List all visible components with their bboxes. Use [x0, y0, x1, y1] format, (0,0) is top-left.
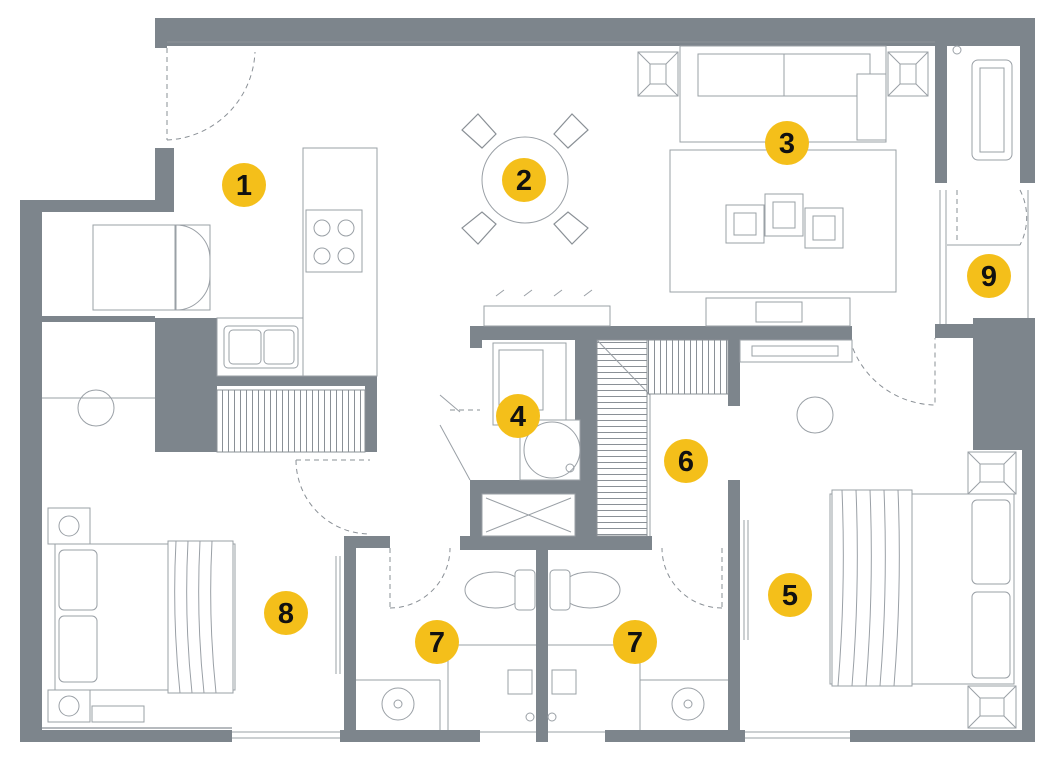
room-badge-bath-east: 7 [613, 620, 657, 664]
room-badge-hall: 6 [664, 439, 708, 483]
room-badge-living: 3 [765, 121, 809, 165]
room-number-balcony: 9 [981, 261, 997, 293]
living-furniture [483, 45, 1013, 327]
room-badge-bedroom-east: 5 [768, 573, 812, 617]
room-number-bedroom-west: 8 [278, 598, 294, 630]
room-badge-laundry: 4 [496, 394, 540, 438]
bathroom-fixtures [381, 569, 705, 722]
room-number-bath-east: 7 [627, 627, 643, 659]
room-number-laundry: 4 [510, 401, 526, 433]
room-number-living: 3 [779, 128, 795, 160]
room-badge-balcony: 9 [967, 254, 1011, 298]
room-badge-bath-west: 7 [415, 620, 459, 664]
room-number-bath-west: 7 [429, 627, 445, 659]
room-badge-kitchen: 1 [222, 163, 266, 207]
room-number-hall: 6 [678, 446, 694, 478]
laundry-furniture [481, 339, 729, 537]
room-badge-bedroom-west: 8 [264, 591, 308, 635]
room-number-dining: 2 [516, 165, 532, 197]
doors [166, 48, 1028, 674]
walls [20, 18, 1035, 742]
kitchen-furniture [92, 147, 378, 453]
bedroom-furniture [47, 339, 1017, 729]
room-number-bedroom-east: 5 [782, 580, 798, 612]
room-number-kitchen: 1 [236, 170, 252, 202]
room-badge-dining: 2 [502, 158, 546, 202]
